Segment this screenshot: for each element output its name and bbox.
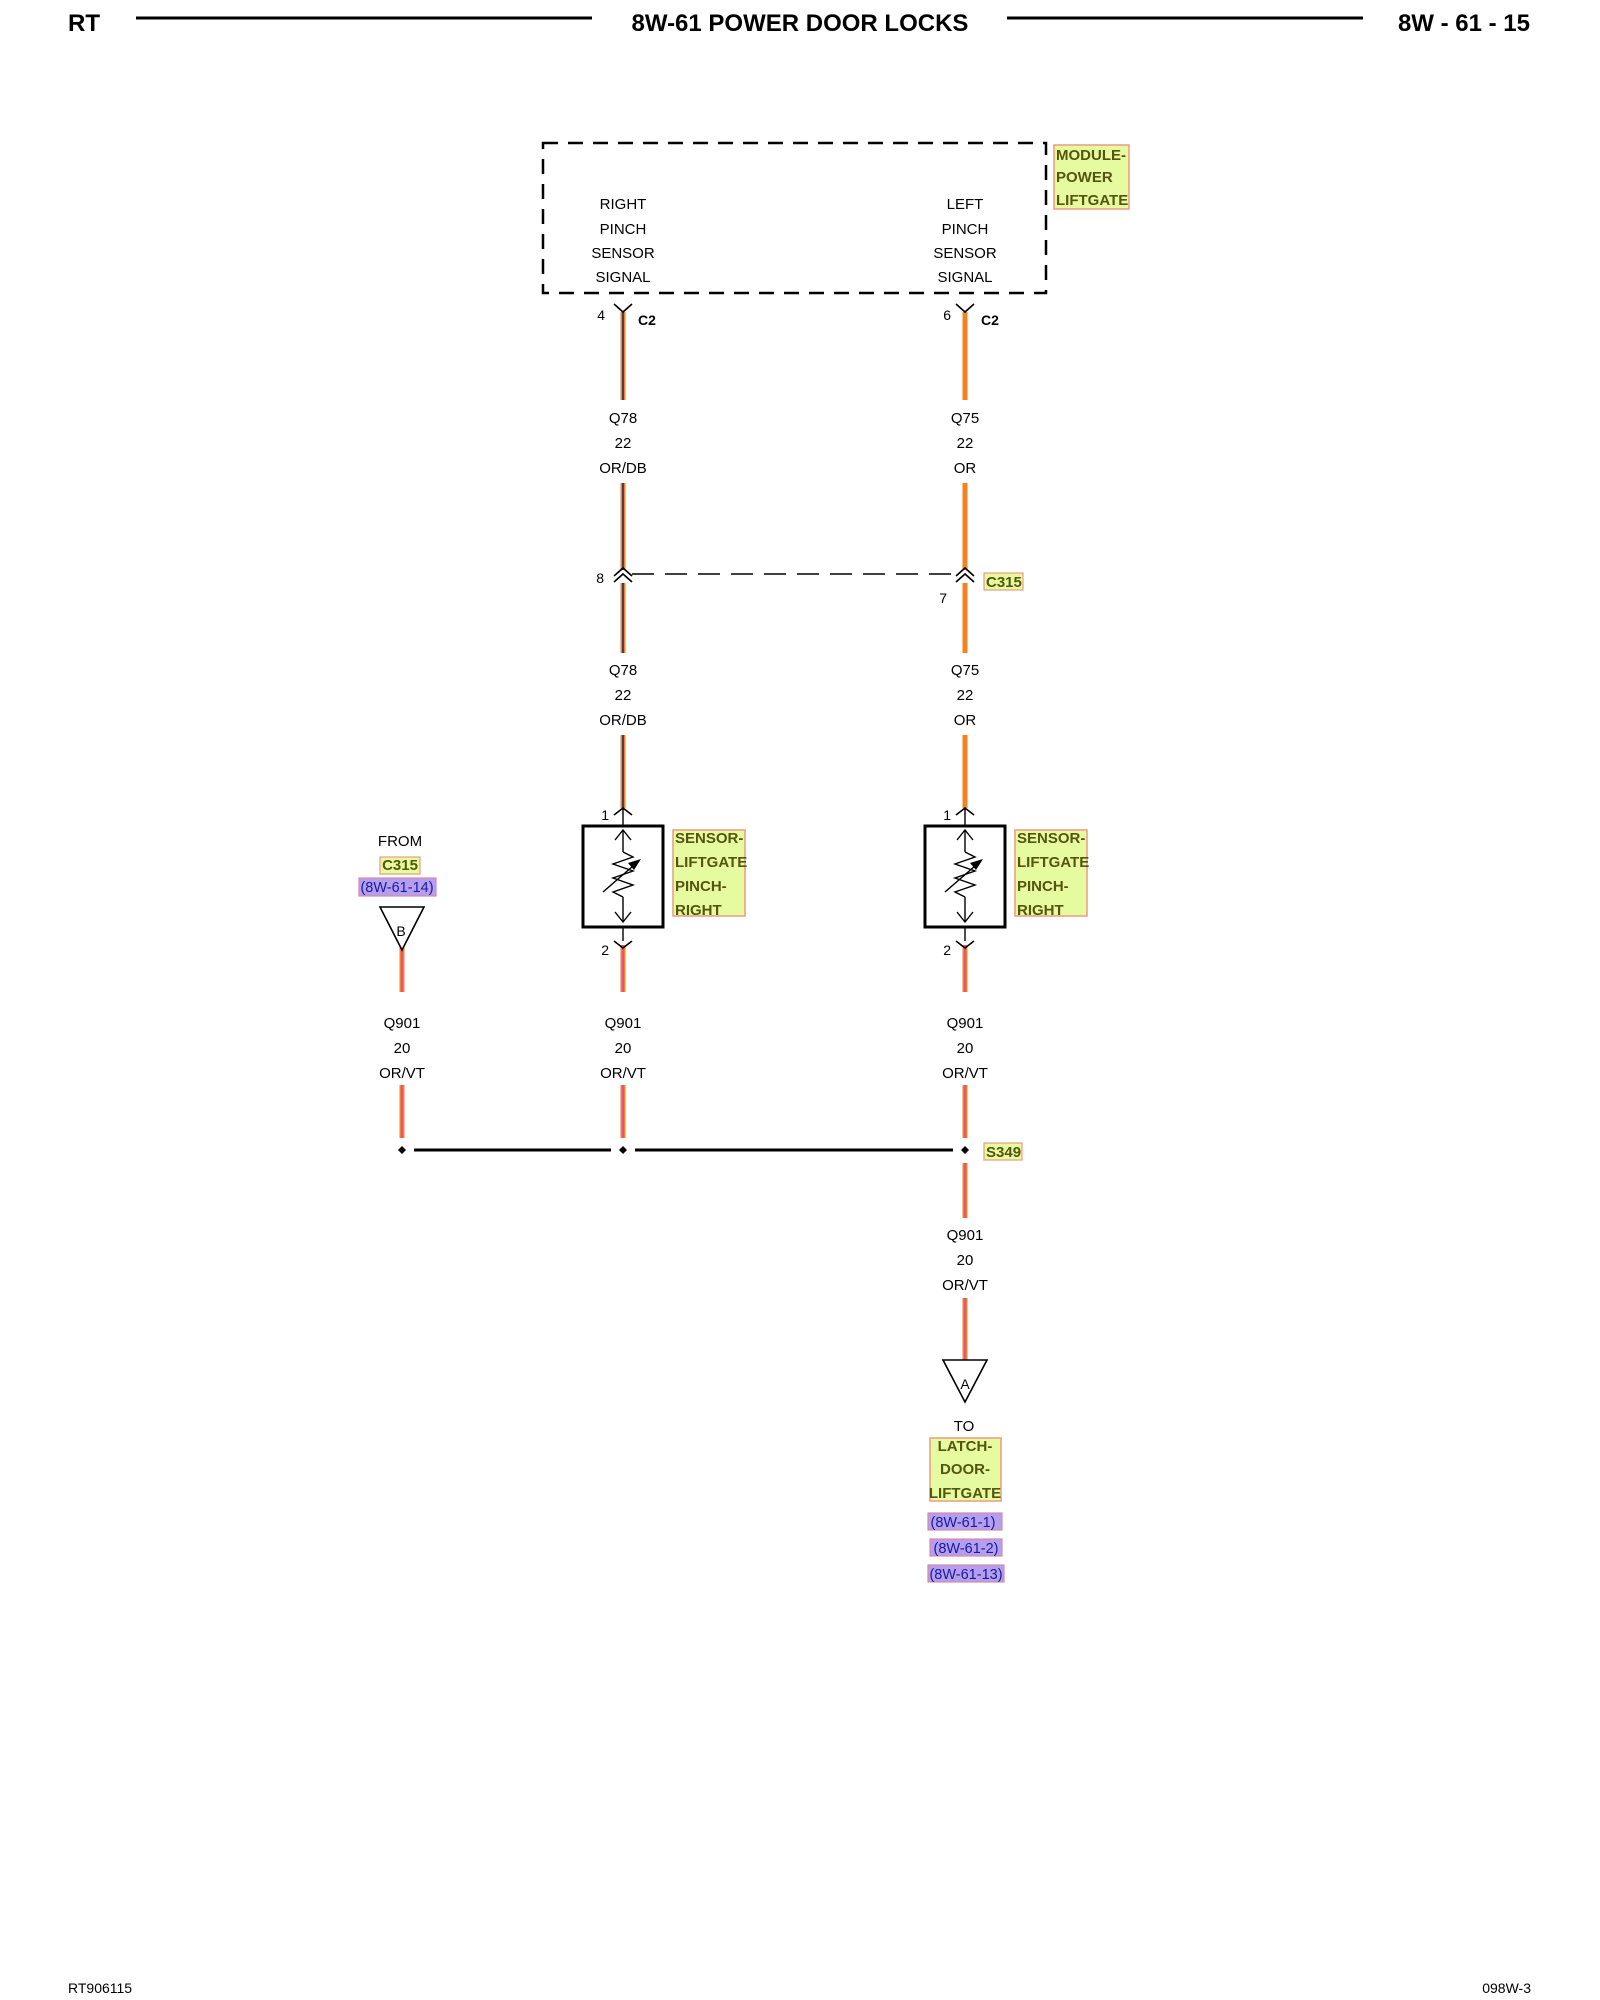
q75-upper-color: OR [954, 460, 977, 477]
q75-lower-circuit: Q75 [951, 662, 979, 679]
header-page-number: 8W - 61 - 15 [1398, 10, 1530, 37]
module-name-line2: POWER [1056, 169, 1113, 186]
q901-from-circuit: Q901 [384, 1015, 421, 1032]
latch-name-line3: LIFTGATE [929, 1485, 1001, 1502]
module-name-line1: MODULE- [1056, 147, 1126, 164]
sensor-right-name-line3: PINCH- [675, 878, 727, 895]
sensor-right-pin1: 1 [601, 807, 609, 823]
sensor-right-name-line4: RIGHT [675, 902, 722, 919]
s349-label-text: S349 [986, 1144, 1021, 1161]
right-pinch-signal-line4: SIGNAL [595, 269, 650, 286]
q901-bottom-gauge: 20 [957, 1252, 974, 1269]
q901-left-color: OR/VT [942, 1065, 988, 1082]
to-marker-a: A [941, 1359, 989, 1404]
q78-lower-gauge: 22 [615, 687, 632, 704]
splice-node-right [619, 1146, 627, 1154]
page-title: 8W-61 POWER DOOR LOCKS [632, 10, 969, 37]
to-page-ref-2-text: (8W-61-2) [934, 1541, 999, 1557]
from-page-ref-text: (8W-61-14) [360, 880, 433, 896]
sensor-right-name-line1: SENSOR- [675, 830, 743, 847]
c315-label[interactable]: C315 [983, 572, 1024, 591]
q75-lower-color: OR [954, 712, 977, 729]
q901-right-color: OR/VT [600, 1065, 646, 1082]
module-power-liftgate-label[interactable]: MODULE- POWER LIFTGATE [1053, 144, 1130, 210]
right-pinch-signal-line1: RIGHT [600, 196, 647, 213]
sensor-left-name-line1: SENSOR- [1017, 830, 1085, 847]
c2-left-pin: 6 [943, 307, 951, 323]
q78-lower-circuit: Q78 [609, 662, 637, 679]
c315-connector-left [955, 566, 975, 583]
sensor-right-name-line2: LIFTGATE [675, 854, 747, 871]
module-name-line3: LIFTGATE [1056, 192, 1128, 209]
pinch-sensor-right[interactable] [581, 806, 665, 950]
q901-right-gauge: 20 [615, 1040, 632, 1057]
c315-right-pin: 8 [596, 570, 604, 586]
s349-label[interactable]: S349 [983, 1142, 1023, 1161]
from-c315-link[interactable]: C315 [379, 856, 421, 875]
sensor-left-name-line3: PINCH- [1017, 878, 1069, 895]
q78-upper-color: OR/DB [599, 460, 647, 477]
from-marker-b: B [378, 906, 426, 952]
footer-right: 098W-3 [1482, 1980, 1531, 1996]
left-pinch-signal-line1: LEFT [947, 196, 984, 213]
c315-left-pin: 7 [939, 590, 947, 606]
q75-upper-circuit: Q75 [951, 410, 979, 427]
sensor-left-pin2: 2 [943, 942, 951, 958]
c2-right-label: C2 [638, 312, 656, 328]
left-pinch-signal-line2: PINCH [942, 221, 989, 238]
to-page-ref-3-text: (8W-61-13) [929, 1567, 1002, 1583]
latch-door-liftgate-label[interactable]: LATCH- DOOR- LIFTGATE [929, 1437, 1002, 1502]
to-page-ref-1-text: (8W-61-1) [931, 1515, 996, 1531]
q901-bottom-circuit: Q901 [947, 1227, 984, 1244]
q75-lower-gauge: 22 [957, 687, 974, 704]
splice-node-from [398, 1146, 406, 1154]
q78-upper-gauge: 22 [615, 435, 632, 452]
c2-right-pin: 4 [597, 307, 605, 323]
to-marker-letter: A [960, 1376, 970, 1392]
c315-label-text: C315 [986, 574, 1022, 591]
to-page-ref-3-link[interactable]: (8W-61-13) [927, 1564, 1005, 1583]
sensor-right-label[interactable]: SENSOR- LIFTGATE PINCH- RIGHT [672, 829, 747, 919]
latch-name-line2: DOOR- [940, 1461, 990, 1478]
to-page-ref-1-link[interactable]: (8W-61-1) [927, 1512, 1003, 1531]
header-left: RT [68, 10, 100, 37]
left-pinch-signal-line3: SENSOR [933, 245, 997, 262]
splice-node-left [961, 1146, 969, 1154]
c2-connector-left [955, 303, 975, 314]
from-word: FROM [378, 833, 422, 850]
from-marker-letter: B [396, 923, 405, 939]
to-page-ref-2-link[interactable]: (8W-61-2) [929, 1538, 1003, 1557]
right-pinch-signal-line2: PINCH [600, 221, 647, 238]
sensor-left-label[interactable]: SENSOR- LIFTGATE PINCH- RIGHT [1014, 829, 1089, 919]
q901-left-circuit: Q901 [947, 1015, 984, 1032]
latch-name-line1: LATCH- [938, 1438, 993, 1455]
from-c315-text: C315 [382, 857, 418, 874]
q901-right-circuit: Q901 [605, 1015, 642, 1032]
q901-bottom-color: OR/VT [942, 1277, 988, 1294]
footer-left: RT906115 [68, 1980, 132, 1996]
q75-upper-gauge: 22 [957, 435, 974, 452]
sensor-right-pin2: 2 [601, 942, 609, 958]
from-page-ref-link[interactable]: (8W-61-14) [358, 877, 437, 897]
to-word: TO [954, 1418, 975, 1435]
c315-connector-right [613, 566, 633, 583]
q901-from-gauge: 20 [394, 1040, 411, 1057]
sensor-left-name-line4: RIGHT [1017, 902, 1064, 919]
q78-upper-circuit: Q78 [609, 410, 637, 427]
q78-lower-color: OR/DB [599, 712, 647, 729]
c2-connector-right [613, 303, 633, 314]
sensor-left-pin1: 1 [943, 807, 951, 823]
left-pinch-signal-line4: SIGNAL [937, 269, 992, 286]
module-box [541, 141, 1048, 295]
c2-left-label: C2 [981, 312, 999, 328]
pinch-sensor-left[interactable] [923, 806, 1007, 950]
sensor-left-name-line2: LIFTGATE [1017, 854, 1089, 871]
right-pinch-signal-line3: SENSOR [591, 245, 655, 262]
q901-left-gauge: 20 [957, 1040, 974, 1057]
q901-from-color: OR/VT [379, 1065, 425, 1082]
